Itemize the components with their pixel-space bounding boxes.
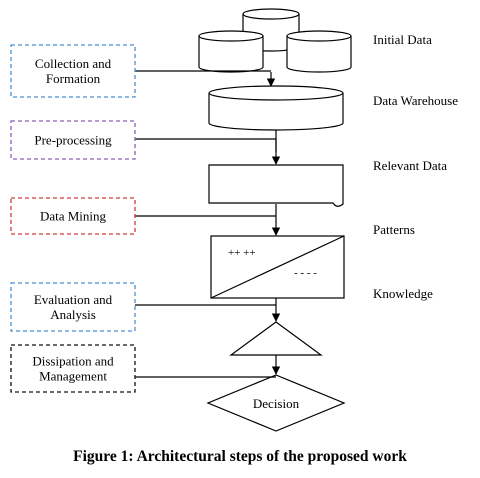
process-box-label: Pre-processing [34,133,112,148]
process-boxes: Collection andFormationPre-processingDat… [10,44,136,393]
process-box-label: Data Mining [40,209,107,224]
process-box-label: Analysis [50,307,96,322]
positive-patterns: ++ ++ [228,247,256,259]
initial-data-cylinders [198,8,352,73]
process-box-label: Dissipation and [32,354,114,369]
stage-label: Relevant Data [373,158,447,173]
process-box-label: Management [39,369,107,384]
stage-label: Initial Data [373,32,432,47]
decision-diamond: Decision [206,374,346,432]
process-box-label: Formation [46,71,101,86]
database-icon [198,30,264,73]
relevant-data-document [208,164,344,207]
process-connectors [135,70,277,378]
stage-label: Data Warehouse [373,93,458,108]
process-box-data-mining: Data Mining [10,197,136,235]
data-warehouse-cylinder [208,85,344,131]
architecture-diagram: ++ ++ - - - - Decision Collection andFor… [10,8,458,432]
process-box-label: Collection and [35,56,112,71]
patterns-box: ++ ++ - - - - [210,235,345,299]
negative-patterns: - - - - [294,267,317,279]
figure-caption: Figure 1: Architectural steps of the pro… [73,448,407,465]
knowledge-triangle [229,321,323,356]
stage-label: Patterns [373,222,415,237]
process-box-preprocessing: Pre-processing [10,120,136,160]
stage-label: Knowledge [373,286,433,301]
decision-label: Decision [253,396,300,411]
process-box-label: Evaluation and [34,292,113,307]
database-icon [286,30,352,73]
